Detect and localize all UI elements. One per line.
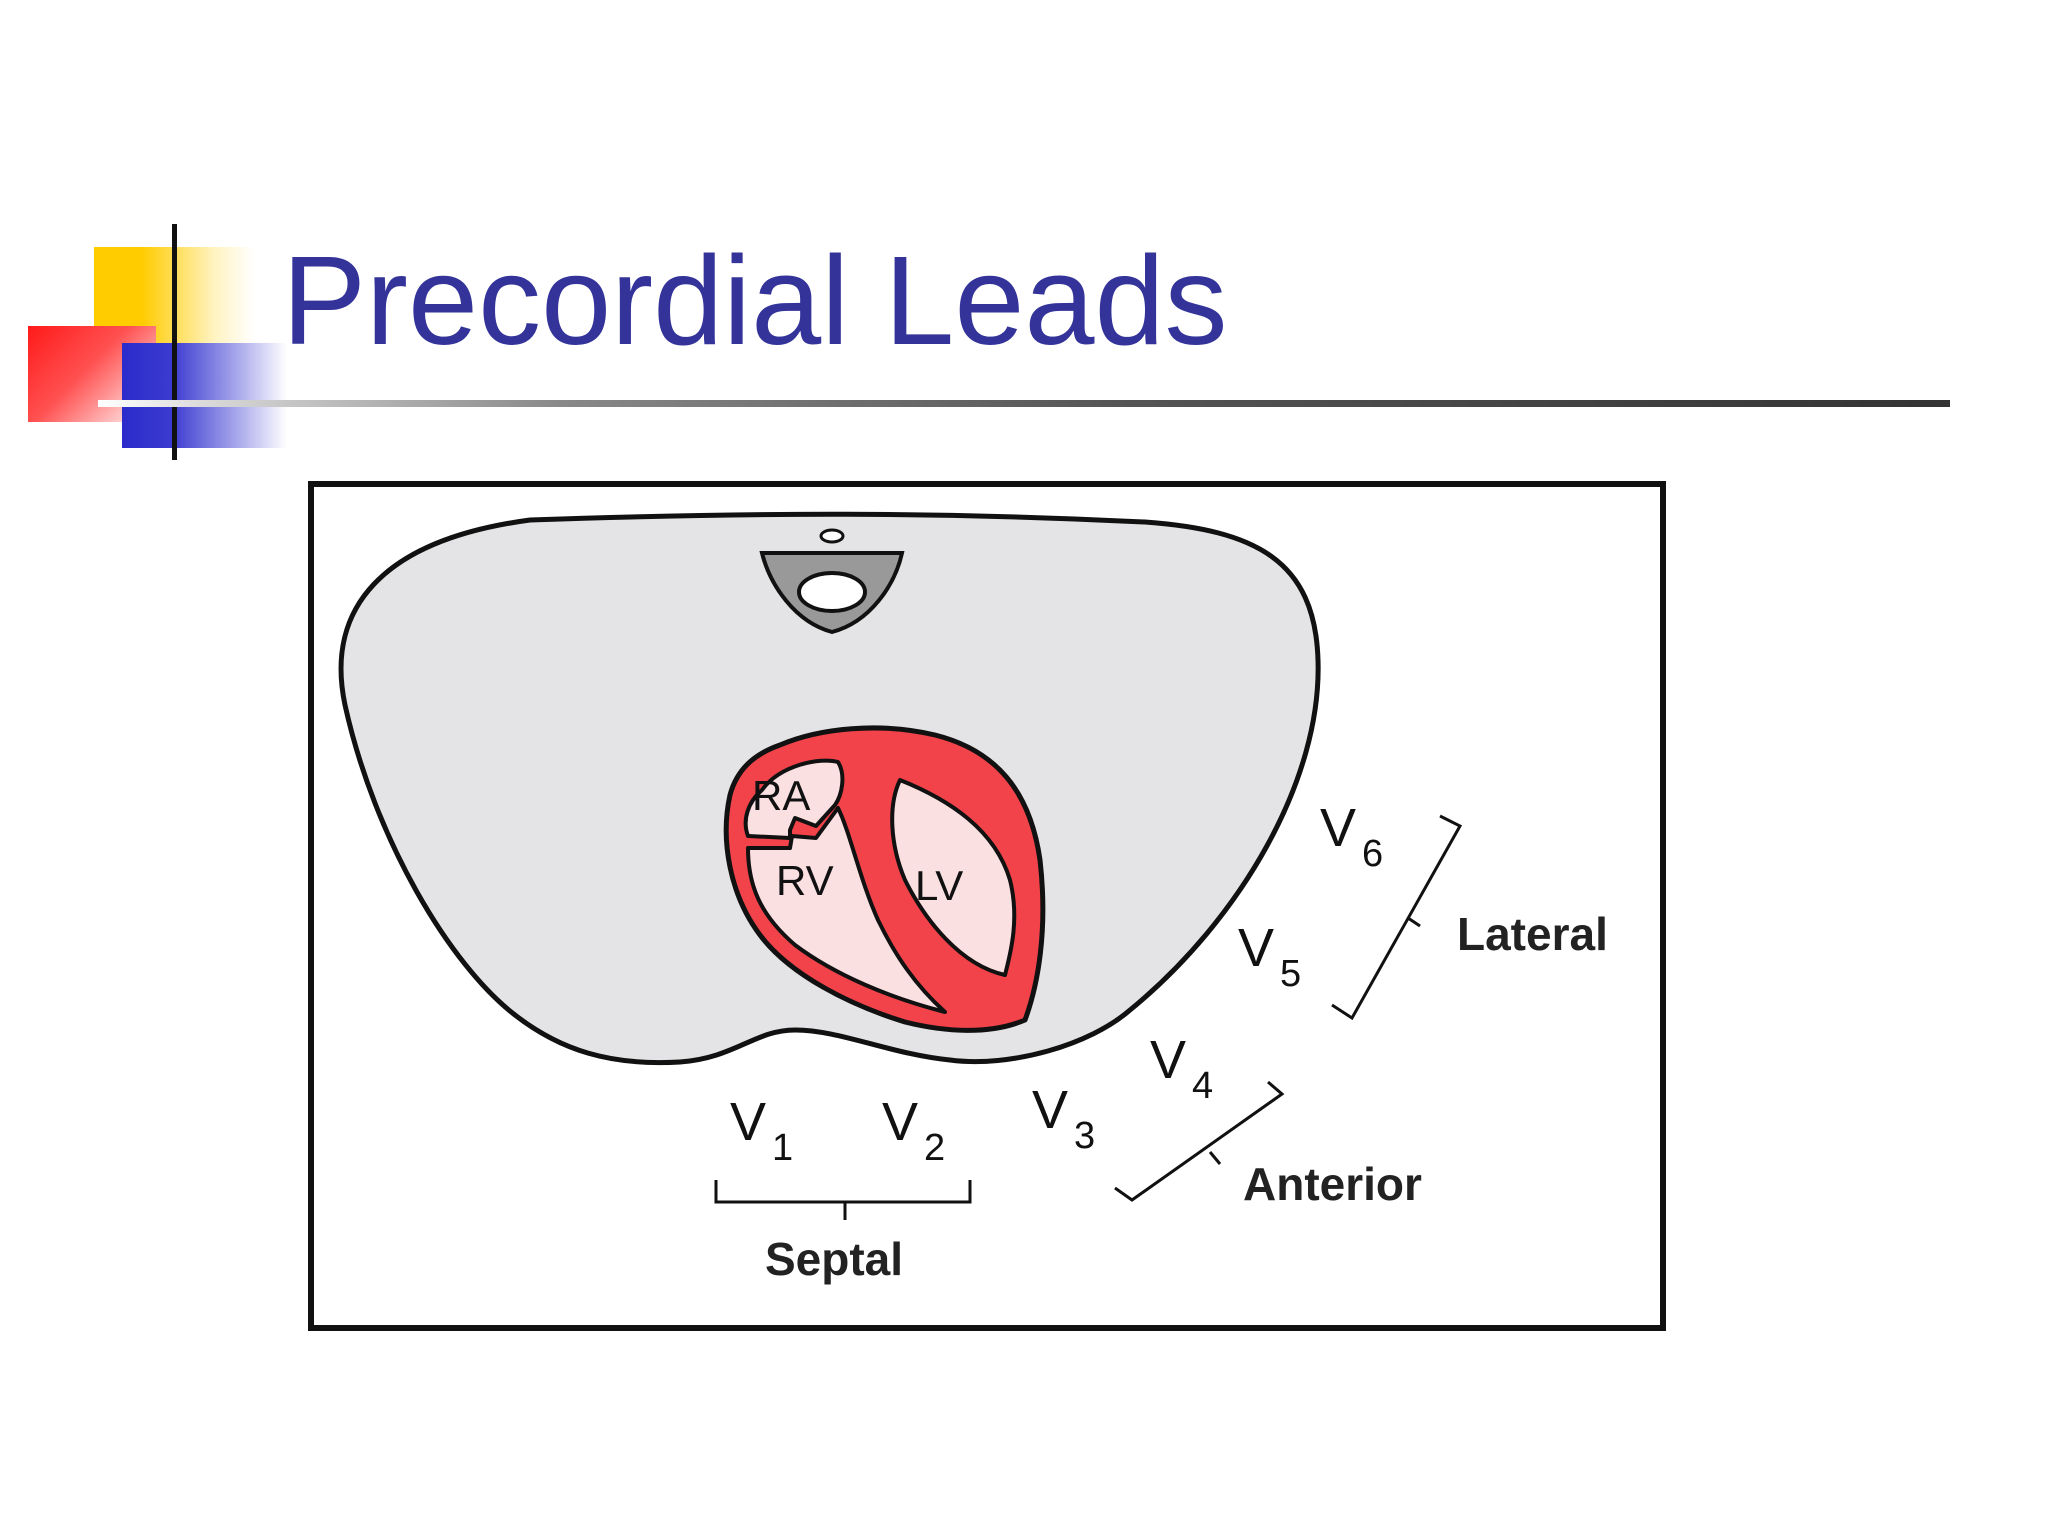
septal-label: Septal xyxy=(765,1233,903,1285)
septal-bracket xyxy=(714,1180,972,1220)
lead-v3: V 3 xyxy=(1032,1080,1095,1157)
lead-v6-subscript: 6 xyxy=(1362,833,1383,875)
lead-v3-letter: V xyxy=(1032,1080,1068,1140)
heart: RA RV LV xyxy=(723,725,1046,1033)
lead-v5-letter: V xyxy=(1238,918,1274,978)
title-underline xyxy=(98,400,1950,407)
lead-v2-subscript: 2 xyxy=(924,1127,945,1169)
lead-v6: V 6 xyxy=(1320,798,1383,875)
ra-chamber xyxy=(743,758,845,840)
lead-v4: V 4 xyxy=(1150,1030,1213,1107)
lead-v5-subscript: 5 xyxy=(1280,953,1301,995)
rv-label: RV xyxy=(776,857,834,904)
lead-v2: V 2 xyxy=(882,1092,945,1169)
lateral-label: Lateral xyxy=(1457,908,1608,960)
lead-v3-subscript: 3 xyxy=(1074,1115,1095,1157)
lead-v1-subscript: 1 xyxy=(772,1127,793,1169)
rv-chamber xyxy=(746,806,947,1014)
lead-v1: V 1 xyxy=(730,1092,793,1169)
spine-vertebra xyxy=(759,528,905,635)
lead-v4-letter: V xyxy=(1150,1030,1186,1090)
ra-label: RA xyxy=(752,772,810,819)
lead-v2-letter: V xyxy=(882,1092,918,1152)
logo-blue-square xyxy=(122,343,287,448)
lead-v5: V 5 xyxy=(1238,918,1301,995)
lead-v4-subscript: 4 xyxy=(1192,1065,1213,1107)
lv-label: LV xyxy=(915,862,963,909)
lead-v6-letter: V xyxy=(1320,798,1356,858)
lv-chamber xyxy=(890,778,1017,977)
logo-vertical-line xyxy=(172,224,177,460)
lead-v1-letter: V xyxy=(730,1092,766,1152)
anterior-bracket xyxy=(1114,1080,1285,1202)
lateral-bracket xyxy=(1331,814,1463,1021)
anterior-label: Anterior xyxy=(1243,1158,1422,1210)
slide-title: Precordial Leads xyxy=(282,230,1228,371)
